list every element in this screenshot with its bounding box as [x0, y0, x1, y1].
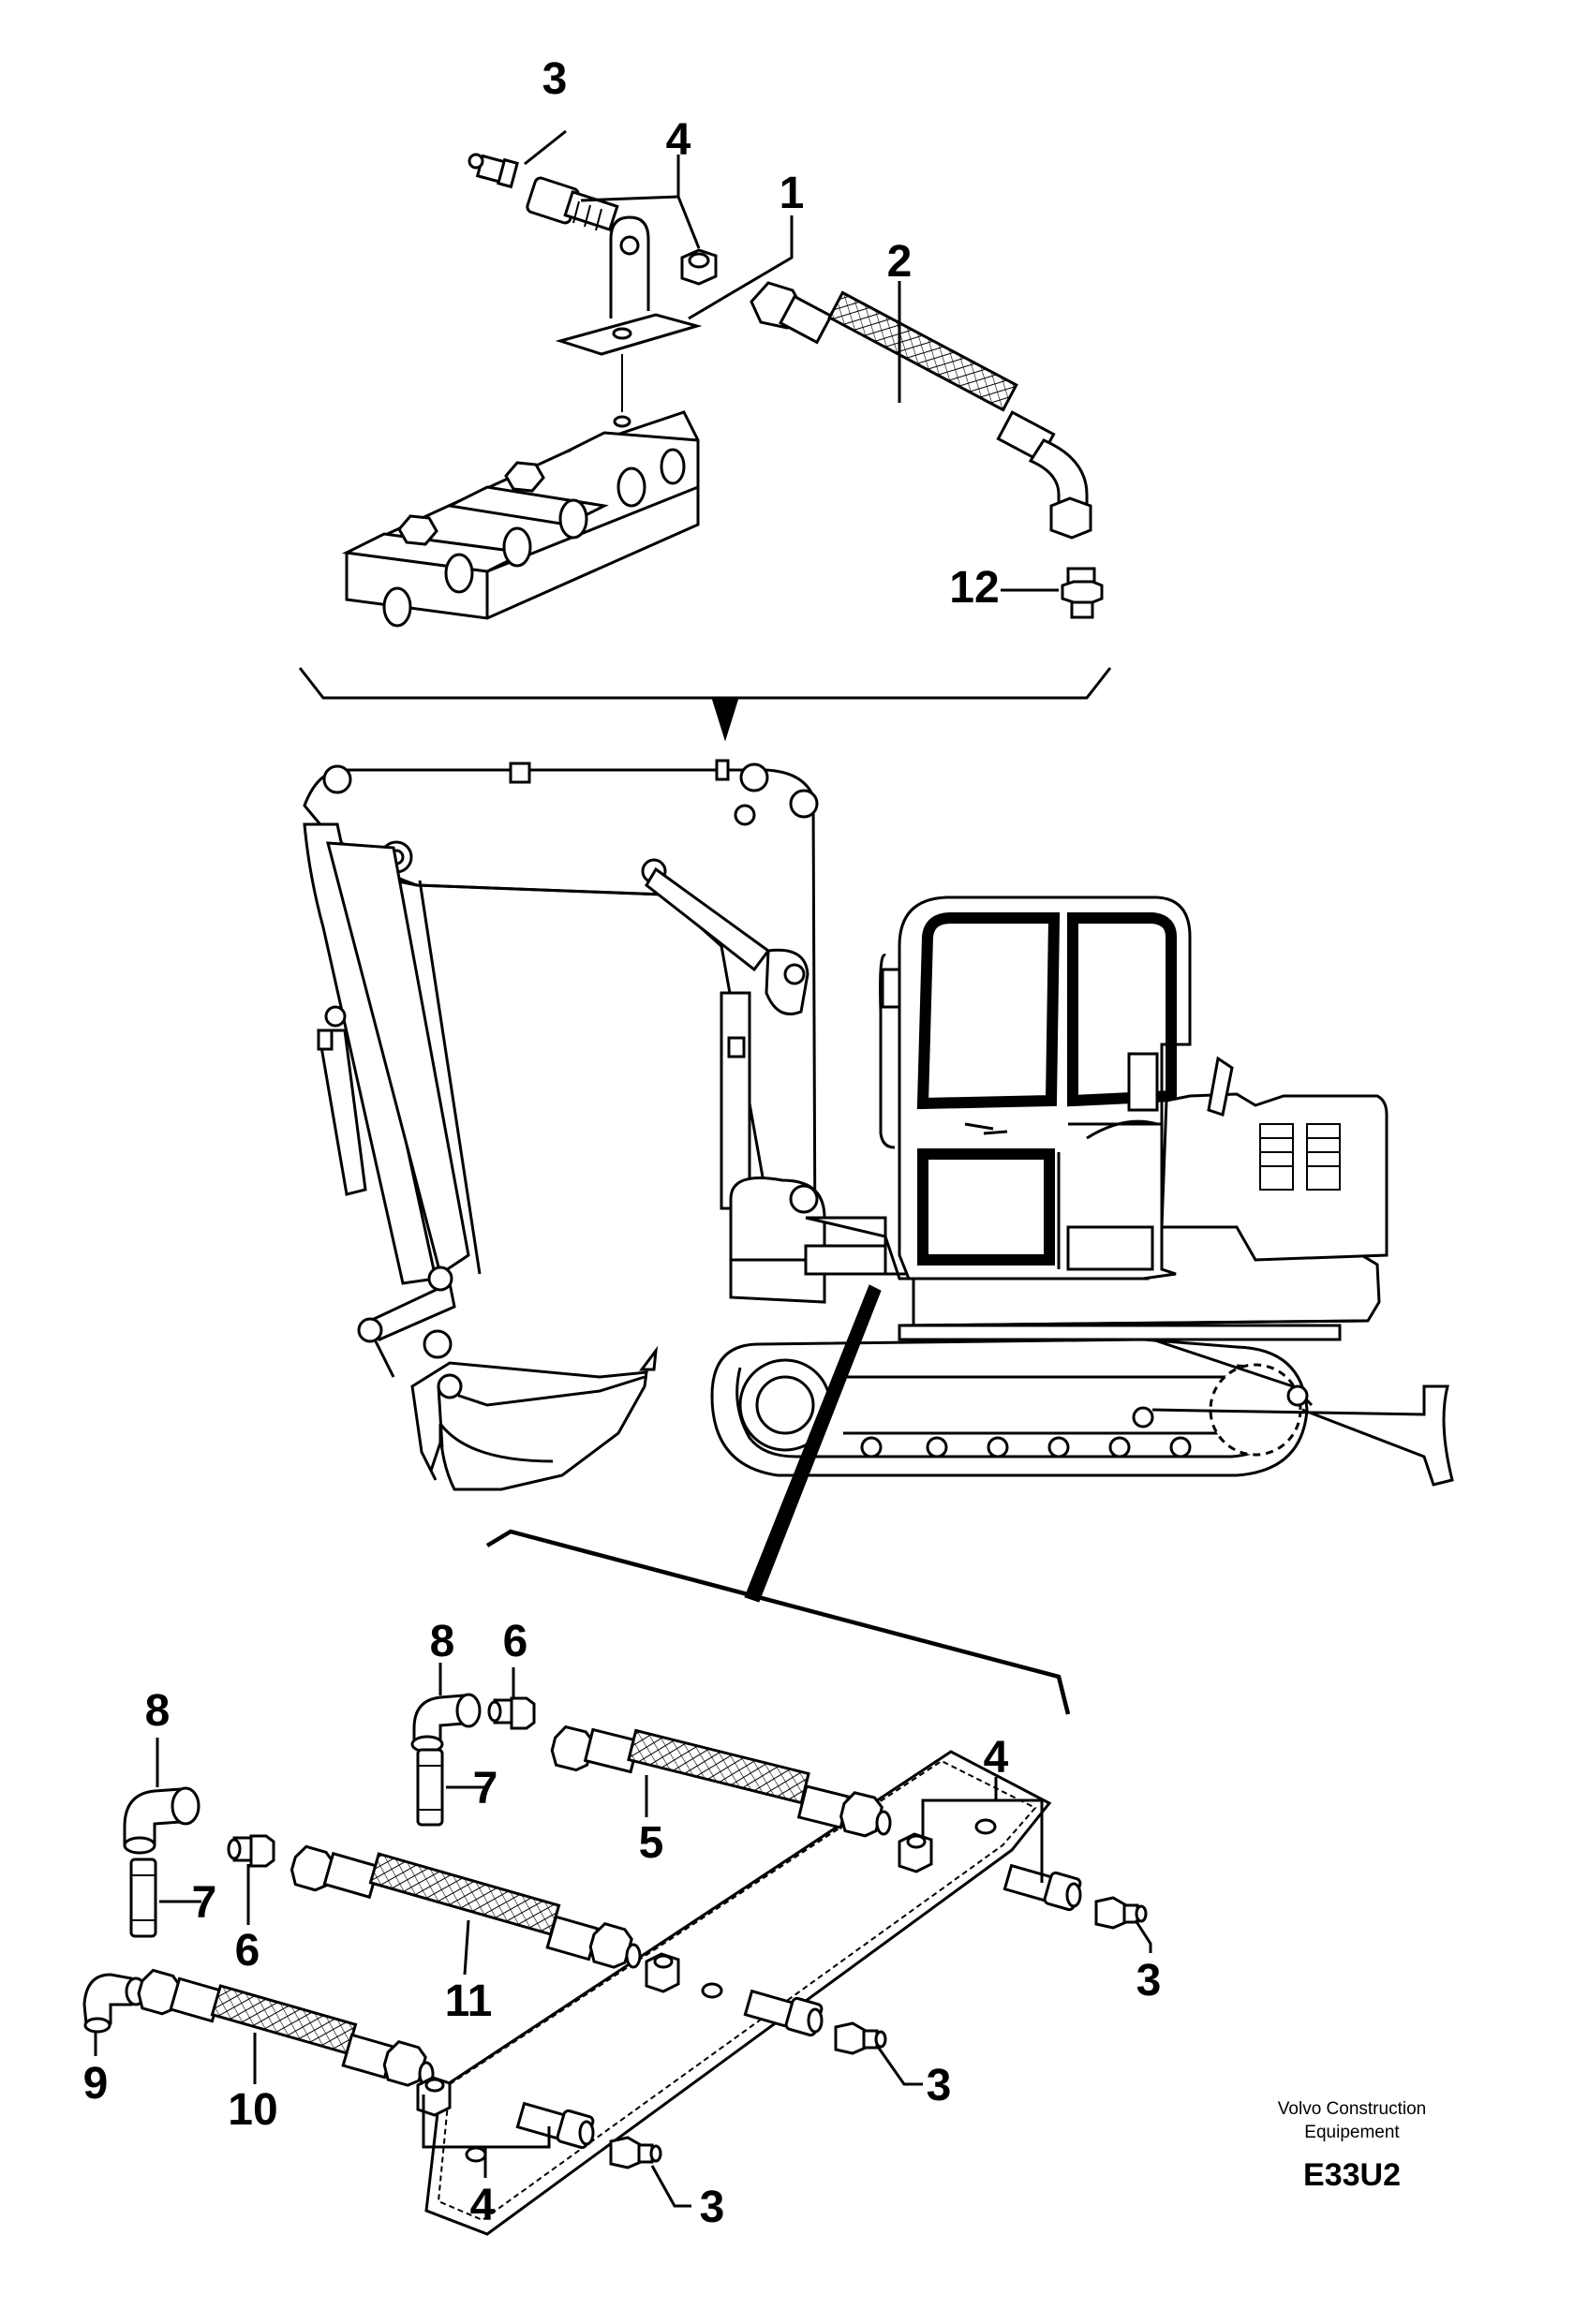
- elbow-part-9: [82, 1973, 147, 2034]
- lower-detail-group: [82, 1663, 1152, 2236]
- callout-11: 11: [445, 1976, 493, 2026]
- callout-7-left: 7: [192, 1878, 217, 1928]
- callout-labels: 3 4 1 2 12 8 6 8 7 4 5 7 6 3 11 3 9 10 4…: [83, 54, 1162, 2232]
- bolt-part-4-lower: [515, 2101, 595, 2150]
- callout-2: 2: [887, 237, 913, 287]
- nipple-part-3-upper: [1094, 1896, 1148, 1930]
- callout-6-top: 6: [503, 1617, 528, 1666]
- nut-part-4-lower: [416, 2076, 452, 2117]
- hose-part-11: [290, 1844, 642, 1969]
- credit-line-1: Volvo Construction: [1278, 2099, 1426, 2119]
- bolt-part-4-upper: [1002, 1863, 1082, 1912]
- bracket-part-1: [555, 215, 703, 356]
- bolt-part-4-top: [526, 176, 619, 231]
- callout-5: 5: [639, 1818, 664, 1868]
- callout-12: 12: [949, 563, 999, 613]
- hose-part-5: [550, 1724, 892, 1838]
- callout-7-top: 7: [473, 1764, 498, 1813]
- callout-3-lower: 3: [700, 2183, 725, 2232]
- callout-4-top: 4: [666, 115, 691, 165]
- elbow-part-8-left: [123, 1786, 200, 1855]
- credit-block: Volvo Construction Equipement E33U2: [1278, 2099, 1426, 2193]
- callout-6-left: 6: [235, 1926, 260, 1976]
- credit-line-2: Equipement: [1304, 2123, 1400, 2142]
- pipe-part-7-top: [416, 1748, 444, 1827]
- hose-part-10: [137, 1968, 435, 2087]
- fitting-part-12: [1061, 567, 1104, 619]
- callout-4-lower: 4: [470, 2181, 496, 2230]
- hose-part-2: [750, 281, 1092, 540]
- callout-3-top: 3: [542, 54, 568, 104]
- grease-nipple-part-3-top: [468, 153, 519, 189]
- callout-10: 10: [228, 2085, 277, 2135]
- callout-9: 9: [83, 2059, 109, 2109]
- callout-3-mid: 3: [927, 2061, 952, 2110]
- pipe-part-7-left: [129, 1858, 157, 1938]
- nut-part-4-top: [680, 248, 718, 286]
- excavator-illustration: [303, 759, 1454, 1715]
- top-detail-group: [298, 129, 1112, 742]
- callout-8-top: 8: [430, 1617, 455, 1666]
- fitting-part-6-top: [487, 1696, 536, 1730]
- nipple-part-3-lower: [609, 2136, 662, 2169]
- bolt-part-4-mid: [743, 1989, 824, 2037]
- nut-part-4-upper: [898, 1832, 933, 1873]
- callout-8-left: 8: [145, 1686, 171, 1736]
- clamp-block: [341, 410, 700, 628]
- elbow-part-8-top: [410, 1693, 482, 1754]
- drawing-code: E33U2: [1303, 2157, 1401, 2193]
- lower-leaders: [94, 1663, 1152, 2208]
- top-leaders: [298, 129, 1112, 742]
- fitting-part-6-left: [227, 1834, 275, 1868]
- callout-4-upper: 4: [984, 1733, 1009, 1783]
- callout-1: 1: [780, 169, 805, 218]
- callout-3-upper: 3: [1136, 1956, 1162, 2006]
- nut-part-4-mid: [645, 1952, 680, 1993]
- nipple-part-3-mid: [834, 2021, 887, 2055]
